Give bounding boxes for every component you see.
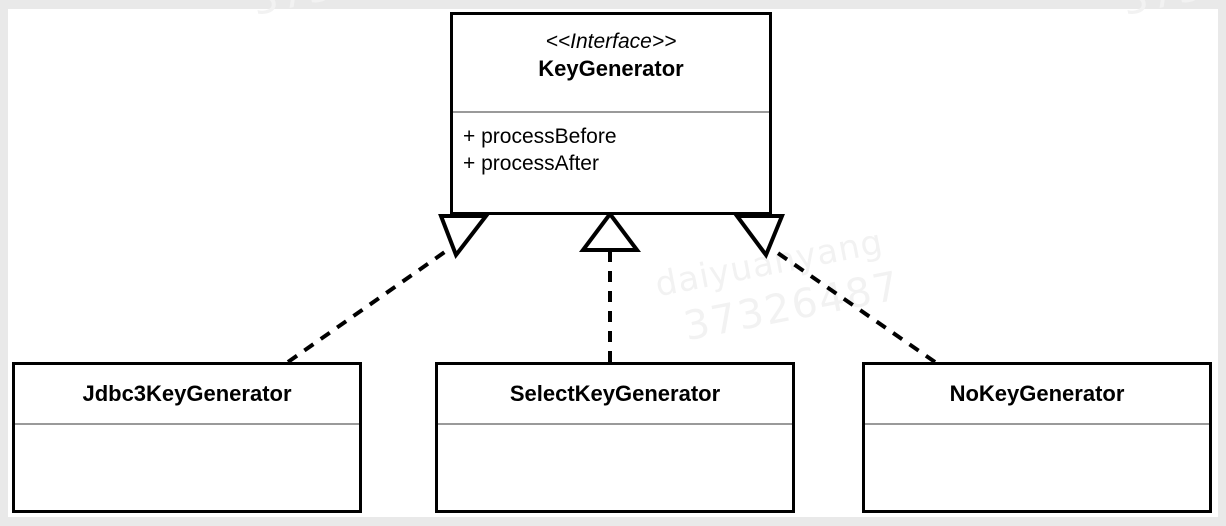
class-box-selectkeygenerator[interactable]: SelectKeyGenerator xyxy=(435,362,795,513)
hollow-triangle-arrowhead-right xyxy=(733,214,785,260)
realization-line-jdbc3keygenerator xyxy=(286,247,451,364)
class-box-keygenerator[interactable]: <<Interface>> KeyGenerator + processBefo… xyxy=(450,12,772,215)
class-box-keygenerator-members: + processBefore + processAfter xyxy=(453,113,769,177)
interface-stereotype-label: <<Interface>> xyxy=(545,30,677,53)
class-box-nokeygenerator-divider xyxy=(865,423,1209,425)
class-box-keygenerator-header: <<Interface>> KeyGenerator xyxy=(453,15,769,111)
class-box-jdbc3keygenerator-name: Jdbc3KeyGenerator xyxy=(82,381,292,406)
class-box-nokeygenerator-members xyxy=(865,425,1209,526)
class-box-keygenerator-divider xyxy=(453,111,769,113)
method-process-before: + processBefore xyxy=(463,125,617,148)
class-box-selectkeygenerator-divider xyxy=(438,423,792,425)
class-box-jdbc3keygenerator-divider xyxy=(15,423,359,425)
hollow-triangle-arrowhead-left xyxy=(438,214,491,260)
realization-line-nokeygenerator xyxy=(770,247,937,364)
class-box-jdbc3keygenerator-members xyxy=(15,425,359,526)
class-box-jdbc3keygenerator[interactable]: Jdbc3KeyGenerator xyxy=(12,362,362,513)
class-box-nokeygenerator-name: NoKeyGenerator xyxy=(949,381,1125,406)
interface-name-label: KeyGenerator xyxy=(538,56,684,81)
class-box-nokeygenerator[interactable]: NoKeyGenerator xyxy=(862,362,1212,513)
method-process-after: + processAfter xyxy=(463,152,599,175)
class-box-selectkeygenerator-members xyxy=(438,425,792,526)
hollow-triangle-arrowhead-middle xyxy=(579,210,641,252)
class-box-selectkeygenerator-name: SelectKeyGenerator xyxy=(509,381,721,406)
